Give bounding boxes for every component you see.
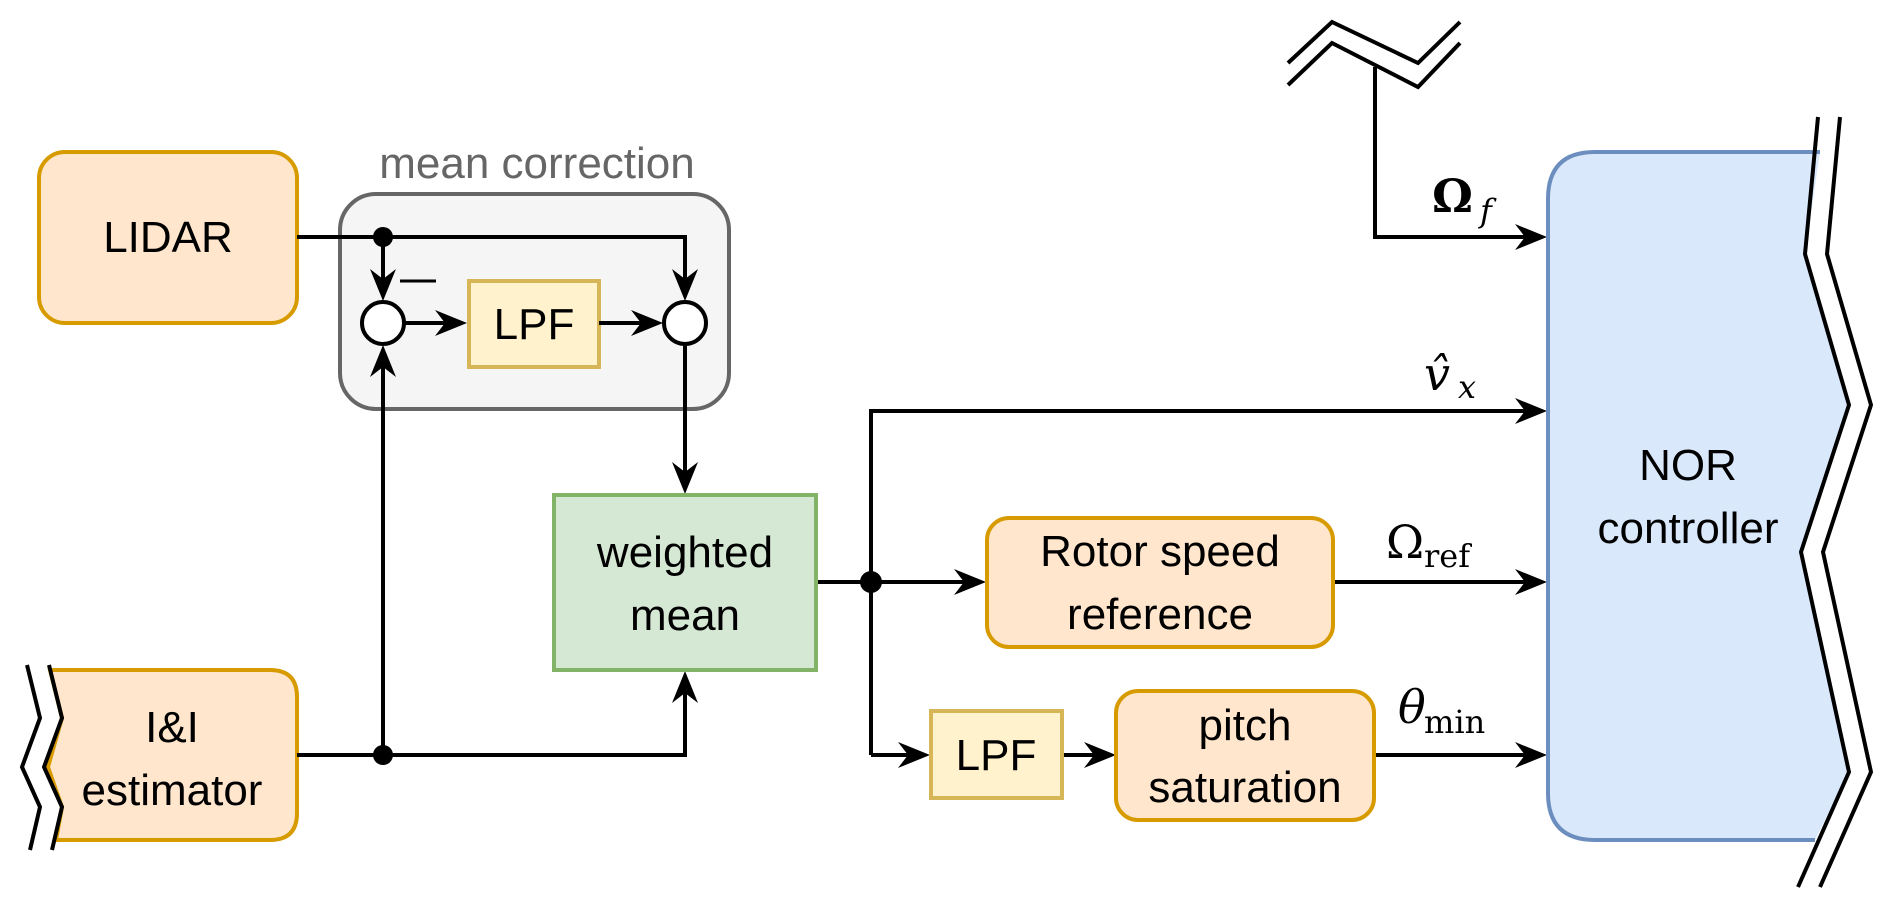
break-mark-left <box>19 664 43 851</box>
signal-label-theta-min: θ min <box>1398 680 1485 741</box>
weighted-mean-line2: mean <box>630 591 740 640</box>
junction-dot-lidar <box>373 227 393 247</box>
arrowhead-omega-f <box>1515 224 1547 250</box>
rotor-speed-reference-line1: Rotor speed <box>1040 527 1280 576</box>
ii-estimator-line1: I&I <box>145 703 199 752</box>
ii-estimator-line2: estimator <box>82 766 263 815</box>
nor-controller-block[interactable]: NOR controller <box>1546 116 1874 888</box>
wire-omega-f <box>1373 67 1534 239</box>
omega-f-subscript: f <box>1478 192 1497 230</box>
arrowhead-wmean-bottom <box>672 671 698 703</box>
theta-min-symbol: θ <box>1398 680 1426 734</box>
pitch-saturation-line2: saturation <box>1148 763 1341 812</box>
omega-ref-symbol: Ω <box>1386 515 1424 569</box>
wire-vhat <box>869 409 1534 755</box>
wire-ii-out <box>297 683 687 757</box>
sum-junction-1[interactable] <box>360 300 406 346</box>
lidar-block[interactable]: LIDAR <box>37 150 299 325</box>
arrowhead-sum1-top <box>370 269 396 301</box>
nor-controller-box[interactable] <box>1548 152 1849 840</box>
omega-f-symbol: Ω <box>1432 169 1473 223</box>
lpf-box-1[interactable] <box>467 279 601 369</box>
arrowhead-sum1-bottom <box>370 345 396 377</box>
mean-correction-title: mean correction <box>379 139 694 188</box>
arrowhead-sum2-top <box>672 269 698 301</box>
ii-estimator-block[interactable]: I&I estimator <box>19 664 299 851</box>
pitch-saturation-line1: pitch <box>1199 701 1292 750</box>
lpf-block-1[interactable]: LPF <box>467 279 601 369</box>
lpf-label-1: LPF <box>494 300 575 349</box>
pitch-saturation-box[interactable] <box>1114 689 1376 822</box>
arrowhead-lpf2-in <box>898 742 930 768</box>
break-mark-top <box>1286 19 1462 66</box>
nor-controller-border <box>1546 150 1820 842</box>
rotor-speed-reference-line2: reference <box>1067 590 1253 639</box>
omega-ref-subscript: ref <box>1424 537 1472 575</box>
theta-min-subscript: min <box>1424 703 1485 741</box>
signal-label-omega-f: Ω f <box>1432 169 1497 230</box>
weighted-mean-line1: weighted <box>596 528 773 577</box>
junction-dot-wmean <box>860 571 882 593</box>
arrowhead-vhat <box>1515 398 1547 424</box>
weighted-mean-box[interactable] <box>552 493 818 672</box>
nor-controller-line1: NOR <box>1639 441 1737 490</box>
v-hat-symbol: v̂ <box>1424 347 1450 401</box>
lidar-label: LIDAR <box>103 213 233 262</box>
arrowhead-omega-ref <box>1515 569 1547 595</box>
junction-dot-ii <box>373 745 393 765</box>
lpf-box-2[interactable] <box>929 709 1064 800</box>
arrowhead-sum2-left <box>631 310 663 336</box>
arrowheads <box>370 224 1547 768</box>
arrowhead-wmean-top <box>672 462 698 494</box>
lpf-block-2[interactable]: LPF <box>929 709 1064 800</box>
break-mark-right <box>1796 116 1852 888</box>
arrowhead-pitch-in <box>1084 742 1116 768</box>
arrowhead-theta-min <box>1515 742 1547 768</box>
rotor-speed-reference-box[interactable] <box>985 516 1335 649</box>
wires <box>297 67 1534 757</box>
sum-junction-2[interactable] <box>662 300 708 346</box>
break-mark-top-2 <box>1286 40 1462 90</box>
break-mark-right-2 <box>1818 116 1874 888</box>
pitch-saturation-block[interactable]: pitch saturation <box>1114 689 1376 822</box>
break-mark-left-2 <box>41 664 65 851</box>
wire-lidar-out <box>297 235 687 292</box>
signal-label-v-hat-x: v̂ x <box>1424 347 1476 406</box>
rotor-speed-reference-block[interactable]: Rotor speed reference <box>985 516 1335 649</box>
v-hat-subscript: x <box>1458 368 1476 406</box>
arrowhead-rotor-in <box>954 569 986 595</box>
lpf-label-2: LPF <box>956 731 1037 780</box>
signal-label-omega-ref: Ω ref <box>1386 515 1472 575</box>
weighted-mean-block[interactable]: weighted mean <box>552 493 818 672</box>
arrowhead-lpf1-in <box>435 310 467 336</box>
nor-controller-line2: controller <box>1598 504 1779 553</box>
